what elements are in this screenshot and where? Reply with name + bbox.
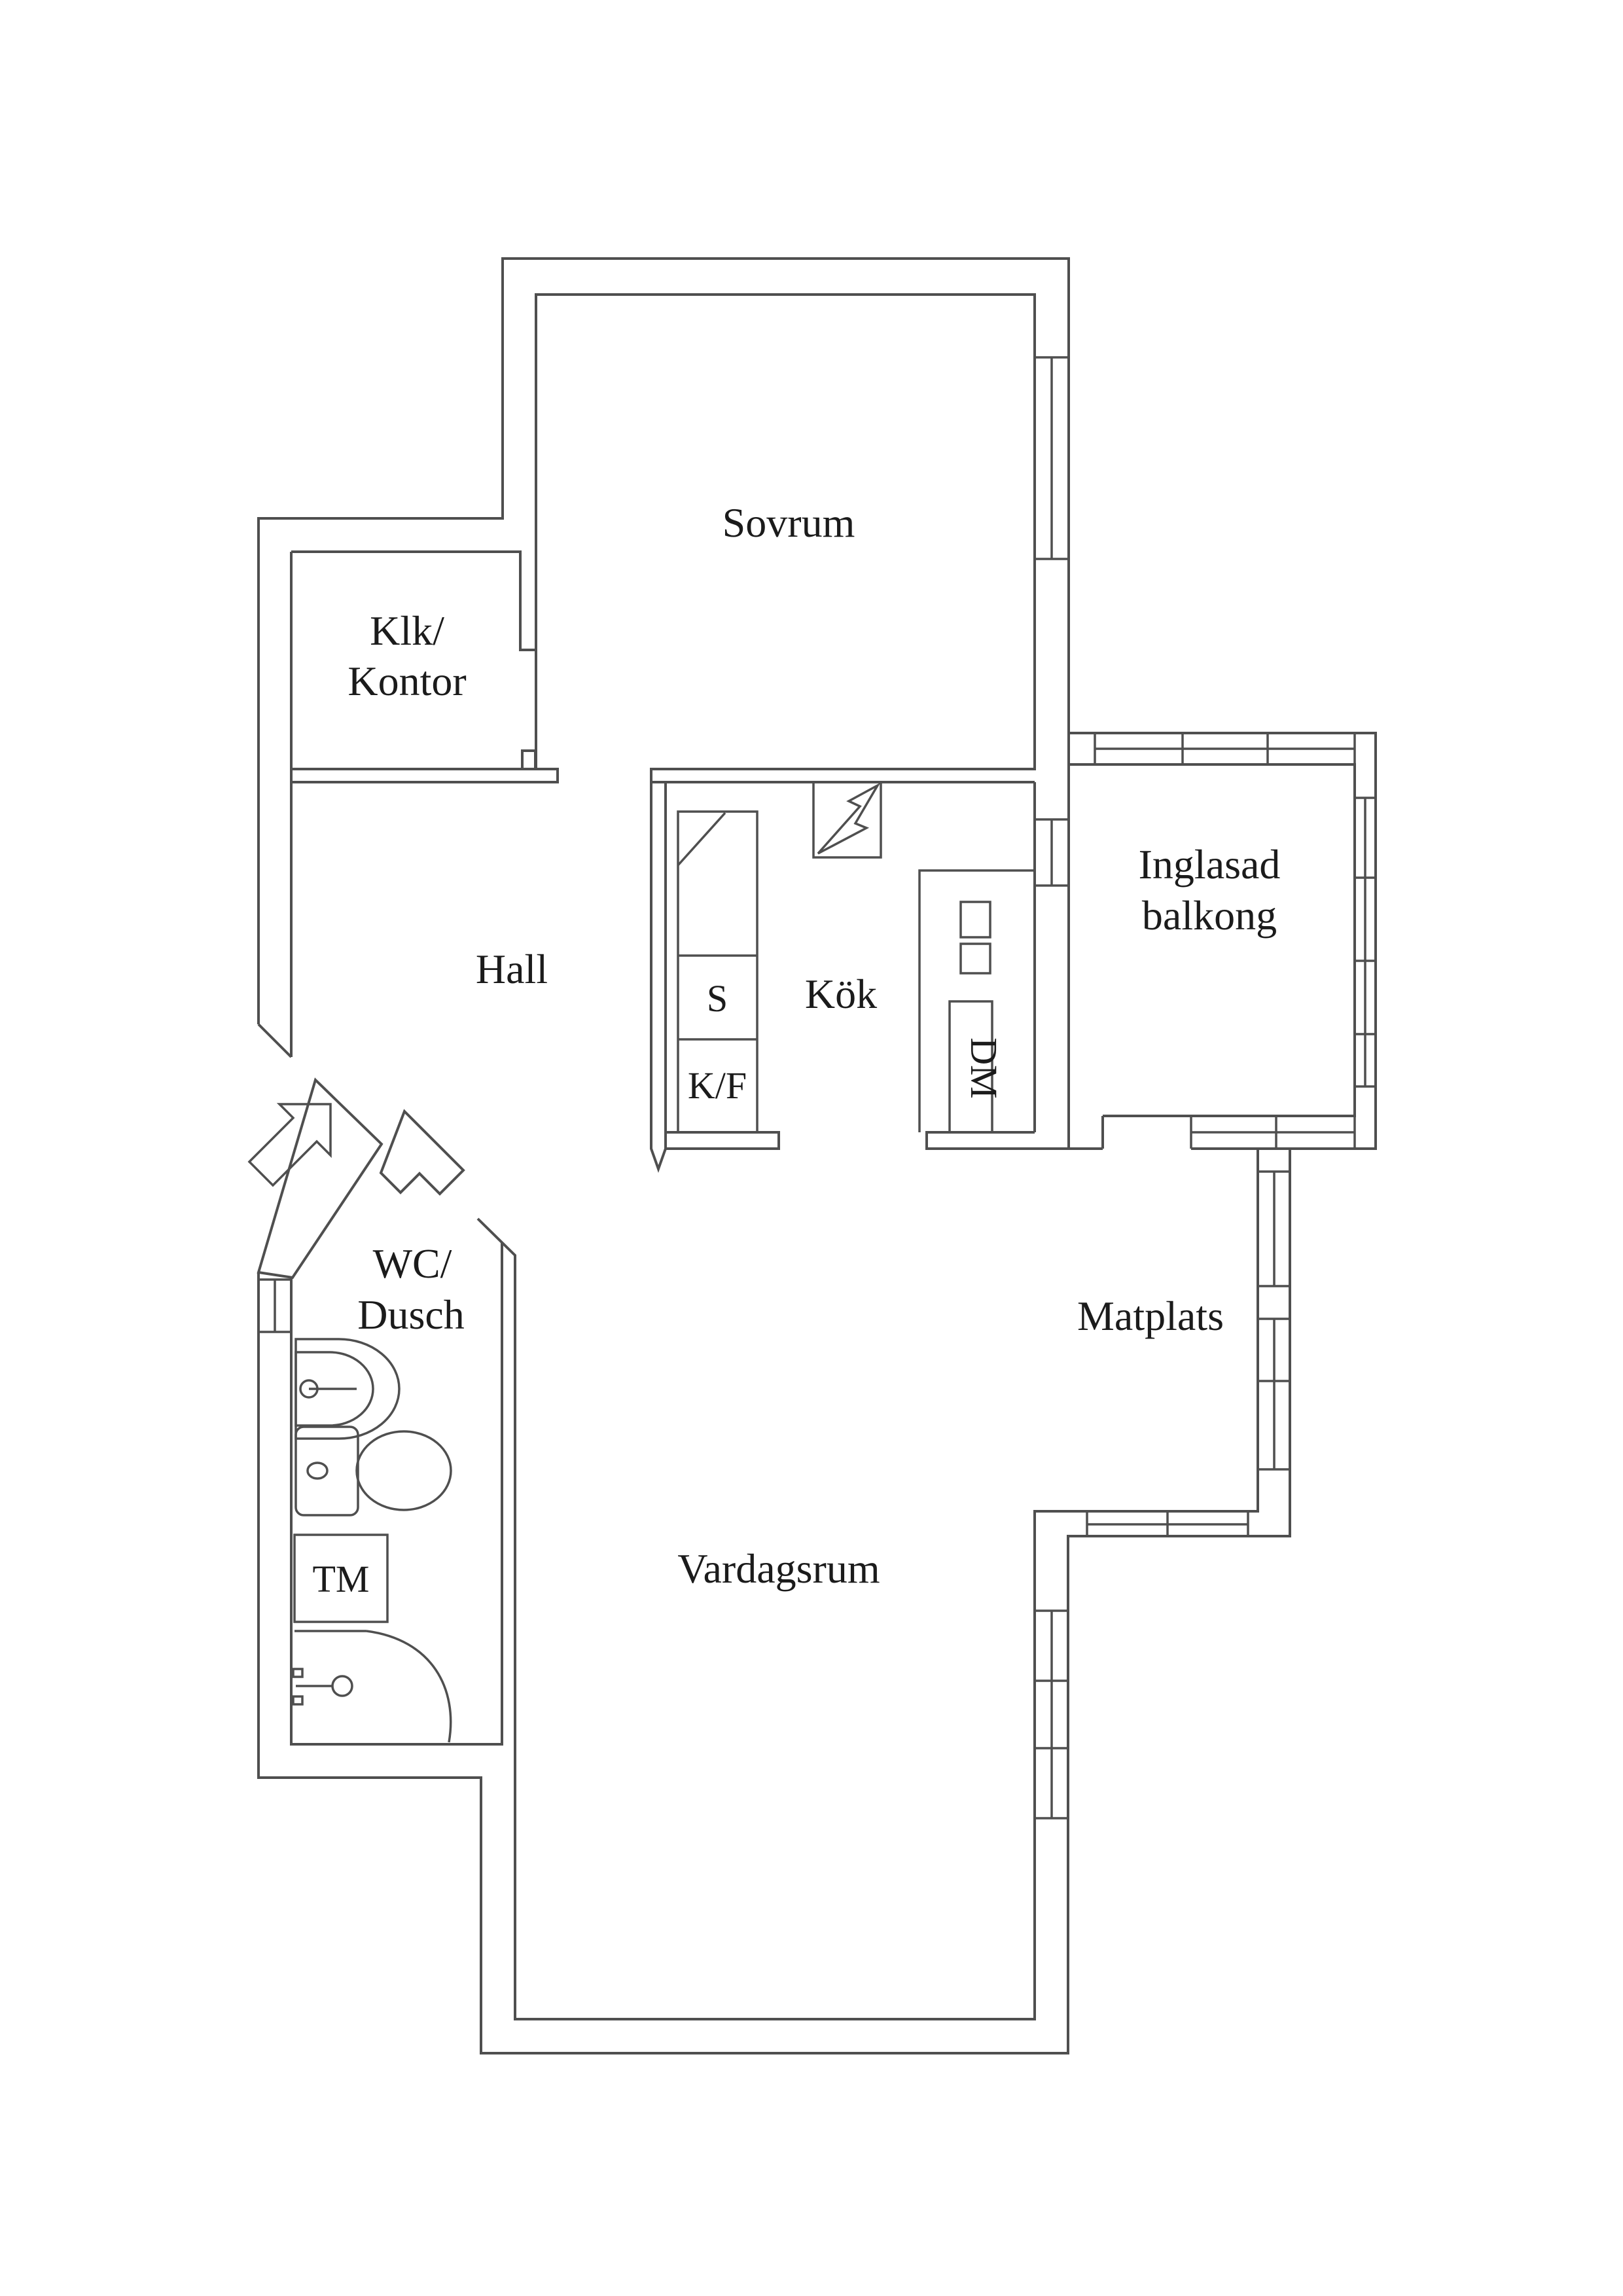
toilet-bowl [355,1430,452,1511]
wall-wc-interior [290,1242,503,1746]
room-label-matplats: Matplats [1077,1293,1224,1339]
room-label-inglasad-line1: Inglasad [1139,841,1281,888]
wall-kok-stub-left [666,1131,780,1150]
room-label-vardagsrum: Vardagsrum [677,1545,880,1592]
kitchen-counter-left [677,810,758,1134]
window-matplats-right [1258,1170,1290,1471]
wall-hall-kok-divider [650,769,667,1173]
kitchen-counter-right [918,869,1035,1132]
appliance-label-tm: TM [313,1558,370,1600]
kitchen-sink-box-1 [959,901,991,939]
entry-arrow-icon [247,1103,332,1187]
cabinet-label-kf: K/F [688,1064,747,1107]
shower-valve-upper [292,1668,304,1678]
wall-matplats-vardagsrum-interior [476,1149,1259,2020]
cabinet-label-s: S [707,977,728,1020]
window-wc-left [259,1278,291,1333]
labels: Sovrum Klk/ Kontor Hall S K/F Kök DM Ing… [313,499,1281,1600]
window-balkong-top [1094,733,1356,764]
toilet-flush-button [306,1462,329,1480]
kitchen-sink-box-2 [959,942,991,975]
wall-wc-door-jamb [379,1109,465,1196]
bathroom-fixtures [292,1338,452,1743]
electrical-panel [812,782,882,859]
electrical-panel-box [812,782,882,859]
wall-klk-jamb-stub [521,749,537,769]
kitchen-fixtures [677,782,1035,1134]
window-sovrum-right [1035,356,1069,560]
shower-valve-lower [292,1695,304,1706]
dishwasher-compartment [948,1000,993,1132]
room-label-klk-line2: Kontor [348,658,466,704]
kitchen-corner-diagonal [677,812,726,867]
wall-outer-upper [257,257,1377,1150]
room-label-hall: Hall [476,946,548,992]
window-kok-balkong [1035,818,1069,887]
walls [257,257,1377,2054]
window-vardagsrum-right [1035,1609,1068,1820]
shower-curve [366,1630,452,1743]
wall-balkong-interior [1069,763,1356,1117]
lightning-icon [817,782,881,855]
room-label-kok: Kök [805,971,877,1017]
wall-entry-cap [257,1023,293,1058]
room-label-wc-line1: WC/ [373,1240,452,1287]
windows [259,356,1376,1820]
window-matplats-bottom [1086,1511,1249,1536]
shower-head-icon [331,1675,353,1697]
wall-klk-interior [291,550,536,651]
toilet-tank [294,1426,359,1516]
wall-kok-stub-right [925,1131,1103,1150]
room-label-klk-line1: Klk/ [370,607,444,654]
appliance-label-dm: DM [963,1037,1005,1098]
window-balkong-right [1355,797,1376,1088]
sink-bowl [294,1351,374,1427]
room-label-inglasad-line2: balkong [1142,892,1277,939]
sink-fixture [294,1338,401,1440]
room-label-sovrum: Sovrum [722,499,855,546]
window-balkong-bottom [1190,1116,1356,1149]
shower-fixture [292,1630,452,1743]
wall-klk-bottom [291,768,559,783]
wall-entry-diagonal [257,1077,383,1280]
toilet-fixture [294,1426,452,1516]
room-label-wc-line2: Dusch [357,1291,465,1338]
wall-sovrum-interior [535,293,1036,770]
wall-outer-lower [257,1149,1291,2054]
washing-machine-box [293,1534,389,1623]
